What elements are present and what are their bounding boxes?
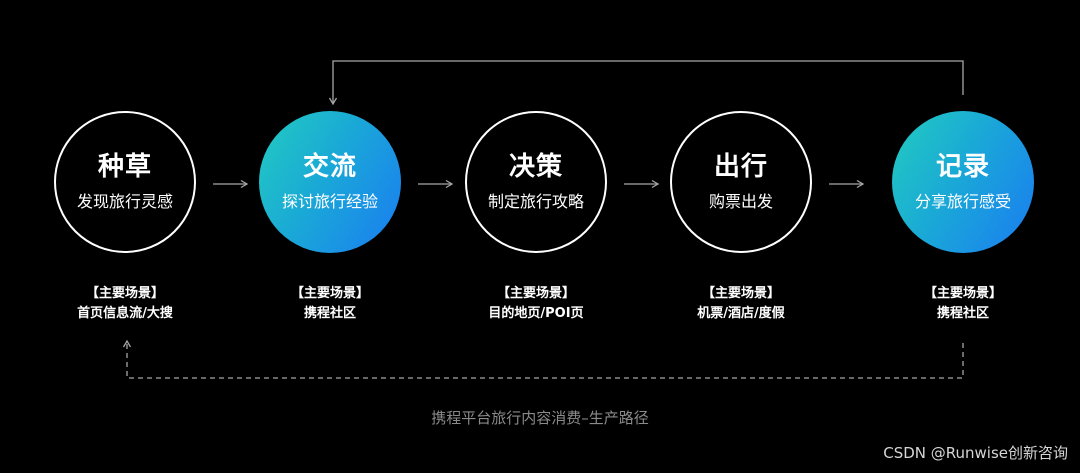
stage-juece: 决策 制定旅行攻略 [465,111,607,253]
stage-subtitle: 分享旅行感受 [914,192,1011,211]
arrowhead-3-4 [651,179,660,189]
arrowhead-2-3 [445,179,454,189]
scene-block-chuxing: 【主要场景】 机票/酒店/度假 [641,284,841,324]
scene-value: 首页信息流/大搜 [77,306,173,321]
scene-block-jilu: 【主要场景】 携程社区 [863,284,1063,324]
stage-chuxing: 出行 购票出发 [670,111,812,253]
arrowhead-4-5 [856,179,865,189]
stage-jilu: 记录 分享旅行感受 [892,111,1034,253]
stage-title: 种草 [97,152,152,182]
feedback-arrow-top [332,60,964,103]
scene-label: 【主要场景】 [85,286,164,301]
feedback-arrow-bottom [126,342,964,379]
stage-subtitle: 探讨旅行经验 [281,192,378,211]
feedback-arrowhead-bottom [122,339,132,348]
diagram-caption: 携程平台旅行内容消费–生产路径 [431,409,649,427]
scene-value: 目的地页/POI页 [488,306,584,321]
feedback-arrowhead-top [328,97,338,106]
scene-block-jiaoliu: 【主要场景】 携程社区 [230,284,430,324]
stage-subtitle: 制定旅行攻略 [487,192,584,211]
scene-value: 携程社区 [303,306,356,321]
stage-zhongcao: 种草 发现旅行灵感 [54,111,196,253]
stage-jiaoliu: 交流 探讨旅行经验 [259,111,401,253]
stage-title: 记录 [935,152,990,182]
stage-title: 决策 [508,152,563,182]
stage-subtitle: 发现旅行灵感 [76,192,173,211]
scene-label: 【主要场景】 [923,286,1002,301]
stage-title: 交流 [302,152,357,182]
scene-label: 【主要场景】 [701,286,780,301]
scene-value: 携程社区 [936,306,989,321]
stage-subtitle: 购票出发 [708,192,773,211]
arrowhead-1-2 [240,179,249,189]
scene-label: 【主要场景】 [290,286,369,301]
scene-block-juece: 【主要场景】 目的地页/POI页 [436,284,636,324]
watermark: CSDN @Runwise创新咨询 [883,444,1068,462]
scene-value: 机票/酒店/度假 [697,306,785,321]
scene-block-zhongcao: 【主要场景】 首页信息流/大搜 [25,284,225,324]
stage-title: 出行 [713,152,768,182]
scene-label: 【主要场景】 [496,286,575,301]
